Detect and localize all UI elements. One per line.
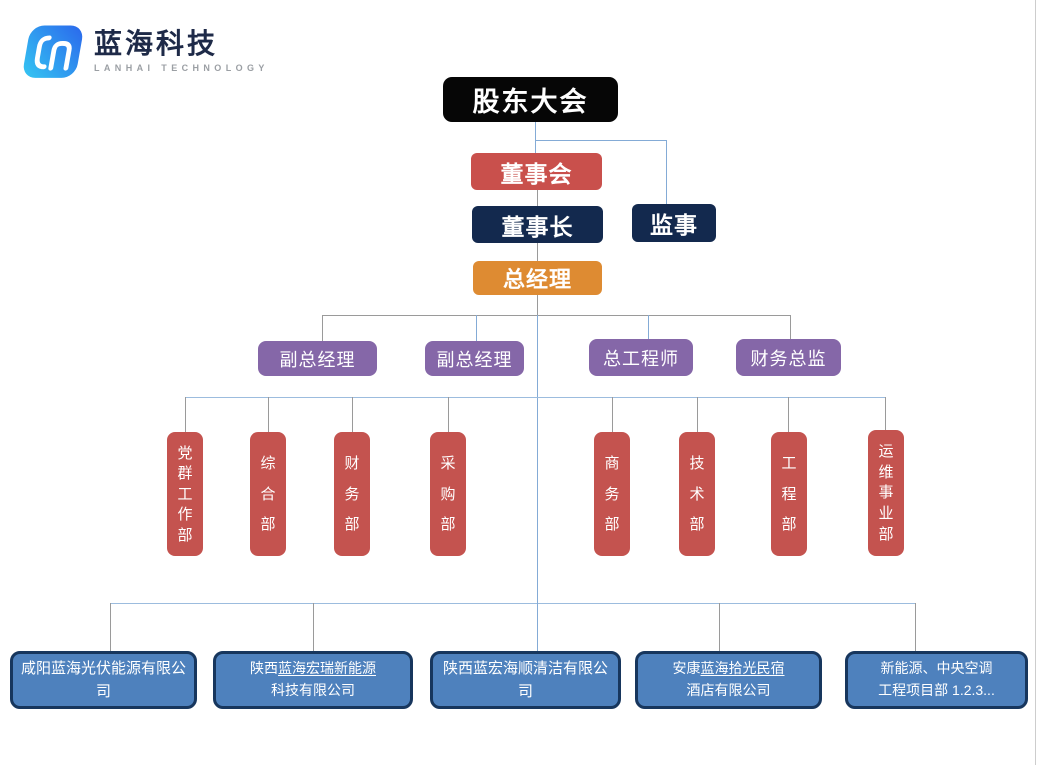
connector-line [185,397,186,432]
connector-line [648,315,649,339]
logo-mark-icon [23,25,83,78]
connector-line [537,315,538,603]
node-label: 总经理 [502,267,572,292]
node-label: 董事长 [501,213,574,240]
company-name-line1: 安康蓝海拾光民宿 [672,660,785,677]
connector-line [352,397,353,432]
node-dept-business[interactable]: 商务部 [594,432,630,556]
node-general-manager[interactable]: 总经理 [473,261,602,295]
connector-line [535,120,536,153]
company-logo: 蓝海科技 LANHAI TECHNOLOGY [16,20,269,82]
company-name: 陕西蓝宏海顺清洁有限公司 [442,659,608,700]
company-name: 咸阳蓝海光伏能源有限公司 [20,659,186,700]
connector-line [915,603,916,651]
node-dept-engineering[interactable]: 工程部 [771,432,807,556]
company-name-line1: 陕西蓝海宏瑞新能源 [250,660,376,677]
connector-line [790,315,791,339]
connector-line [666,140,667,204]
connector-line [537,603,538,651]
node-dept-general-affairs[interactable]: 综合部 [250,432,286,556]
connector-line [313,603,314,651]
node-supervisor[interactable]: 监事 [632,204,716,242]
node-dept-technology[interactable]: 技术部 [679,432,715,556]
node-deputy-general-manager-1[interactable]: 副总经理 [258,341,377,376]
company-name-line2: 科技有限公司 [271,682,355,698]
node-dept-finance[interactable]: 财务部 [334,432,370,556]
node-label: 股东大会 [472,87,589,117]
connector-line [537,190,538,206]
node-label: 财务总监 [750,348,827,369]
company-name-line2: 酒店有限公司 [686,682,771,698]
node-label: 总工程师 [603,348,679,369]
connector-line [185,397,885,398]
connector-line [537,243,538,261]
connector-line [719,603,720,651]
page-right-border [1035,0,1036,765]
connector-line [697,397,698,432]
node-shareholders-meeting[interactable]: 股东大会 [443,77,618,122]
node-label: 董事会 [500,160,573,187]
node-label: 副总经理 [436,349,513,370]
node-deputy-general-manager-2[interactable]: 副总经理 [425,341,524,376]
node-chairman[interactable]: 董事长 [472,206,603,243]
connector-line [537,295,538,315]
connector-line [110,603,915,604]
connector-line [612,397,613,432]
node-dept-operations-maintenance[interactable]: 运维事业部 [868,430,904,556]
node-company-shaanxi-hongrui-new-energy[interactable]: 陕西蓝海宏瑞新能源 科技有限公司 [213,651,413,709]
company-name-line1: 新能源、中央空调 [880,660,993,677]
logo-subtitle: LANHAI TECHNOLOGY [94,63,269,74]
connector-line [322,315,790,316]
logo-title: 蓝海科技 [94,27,219,59]
node-finance-director[interactable]: 财务总监 [736,339,841,376]
node-company-ankang-shiguang-hotel[interactable]: 安康蓝海拾光民宿 酒店有限公司 [635,651,822,709]
node-project-dept-new-energy-hvac[interactable]: 新能源、中央空调 工程项目部 1.2.3... [845,651,1028,709]
node-chief-engineer[interactable]: 总工程师 [589,339,693,376]
node-label: 副总经理 [279,349,356,370]
company-name-line2: 工程项目部 1.2.3... [878,682,995,698]
node-board-of-directors[interactable]: 董事会 [471,153,602,190]
node-company-xianyang-pv-energy[interactable]: 咸阳蓝海光伏能源有限公司 [10,651,197,709]
connector-line [476,315,477,341]
node-company-shaanxi-lanhonghai-cleaning[interactable]: 陕西蓝宏海顺清洁有限公司 [430,651,621,709]
connector-line [448,397,449,432]
connector-line [788,397,789,432]
connector-line [322,315,323,341]
node-dept-procurement[interactable]: 采购部 [430,432,466,556]
connector-line [268,397,269,432]
connector-line [885,397,886,432]
connector-line [110,603,111,651]
node-dept-party-affairs[interactable]: 党群工作部 [167,432,203,556]
node-label: 监事 [650,212,698,238]
connector-line [535,140,666,141]
